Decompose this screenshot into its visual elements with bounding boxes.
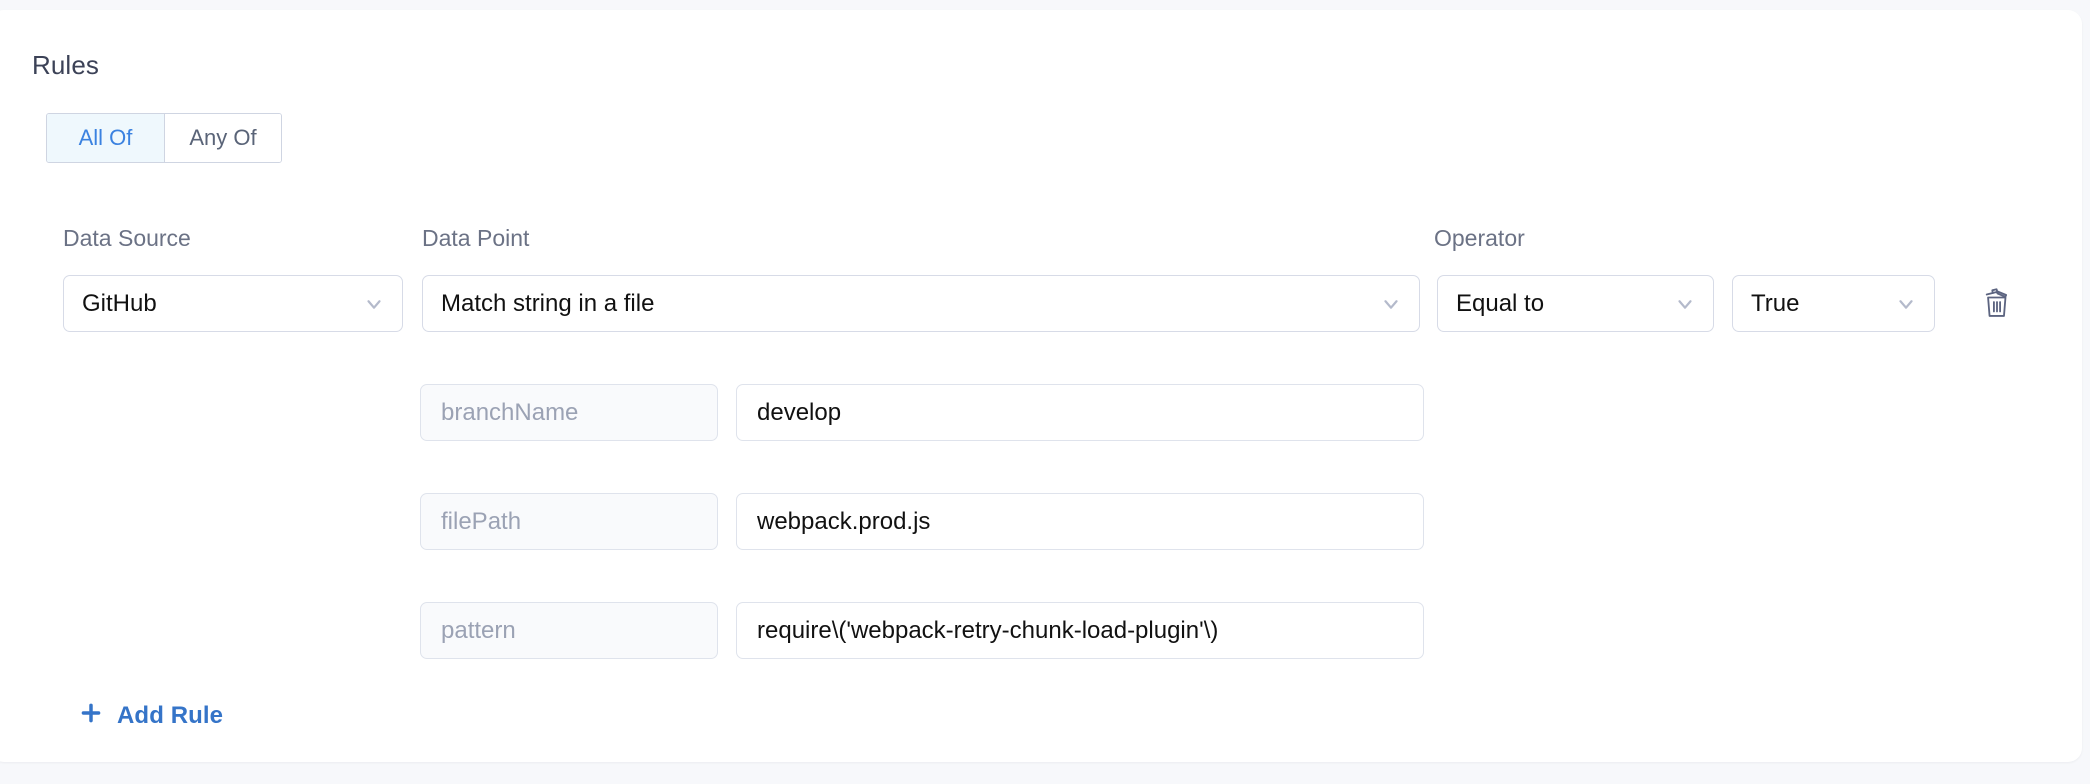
parameter-key-field[interactable]: pattern — [420, 602, 718, 659]
add-rule-button[interactable]: Add Rule — [78, 700, 223, 732]
parameter-value-field[interactable]: webpack.prod.js — [736, 493, 1424, 550]
column-header-operator: Operator — [1434, 225, 1525, 251]
toggle-any-of-label: Any Of — [189, 125, 257, 150]
parameter-value-field[interactable]: require\('webpack-retry-chunk-load-plugi… — [736, 602, 1424, 659]
page-title: Rules — [32, 50, 99, 80]
operator-value: Equal to — [1456, 289, 1545, 317]
column-header-data-point: Data Point — [422, 225, 530, 251]
chevron-down-icon — [1674, 293, 1696, 315]
parameter-value-field[interactable]: develop — [736, 384, 1424, 441]
data-source-select[interactable]: GitHub — [63, 275, 403, 332]
toggle-all-of[interactable]: All Of — [47, 114, 164, 162]
delete-rule-button[interactable] — [1974, 281, 2020, 327]
parameter-key-label: filePath — [441, 507, 522, 535]
trash-icon — [1982, 287, 2012, 322]
parameter-key-field[interactable]: branchName — [420, 384, 718, 441]
chevron-down-icon — [1895, 293, 1917, 315]
rule-row: GitHub Match string in a file Equal to T… — [0, 275, 2082, 335]
chevron-down-icon — [1380, 293, 1402, 315]
parameter-value-text: require\('webpack-retry-chunk-load-plugi… — [757, 616, 1219, 644]
parameter-key-label: branchName — [441, 398, 579, 426]
parameter-value-text: develop — [757, 398, 842, 426]
chevron-down-icon — [363, 293, 385, 315]
column-header-data-source: Data Source — [63, 225, 191, 251]
parameter-value-text: webpack.prod.js — [757, 507, 931, 535]
operator-select[interactable]: Equal to — [1437, 275, 1714, 332]
plus-icon — [78, 700, 104, 732]
data-point-select[interactable]: Match string in a file — [422, 275, 1420, 332]
parameter-key-field[interactable]: filePath — [420, 493, 718, 550]
parameter-key-label: pattern — [441, 616, 516, 644]
data-point-value: Match string in a file — [441, 289, 655, 317]
comparison-value: True — [1751, 289, 1800, 317]
add-rule-label: Add Rule — [117, 702, 224, 729]
rules-card: Rules All Of Any Of Data Source Data Poi… — [0, 10, 2082, 762]
match-mode-toggle-group: All Of Any Of — [46, 113, 282, 163]
comparison-value-select[interactable]: True — [1732, 275, 1935, 332]
toggle-all-of-label: All Of — [78, 125, 133, 150]
data-source-value: GitHub — [82, 289, 157, 317]
toggle-any-of[interactable]: Any Of — [164, 114, 281, 162]
